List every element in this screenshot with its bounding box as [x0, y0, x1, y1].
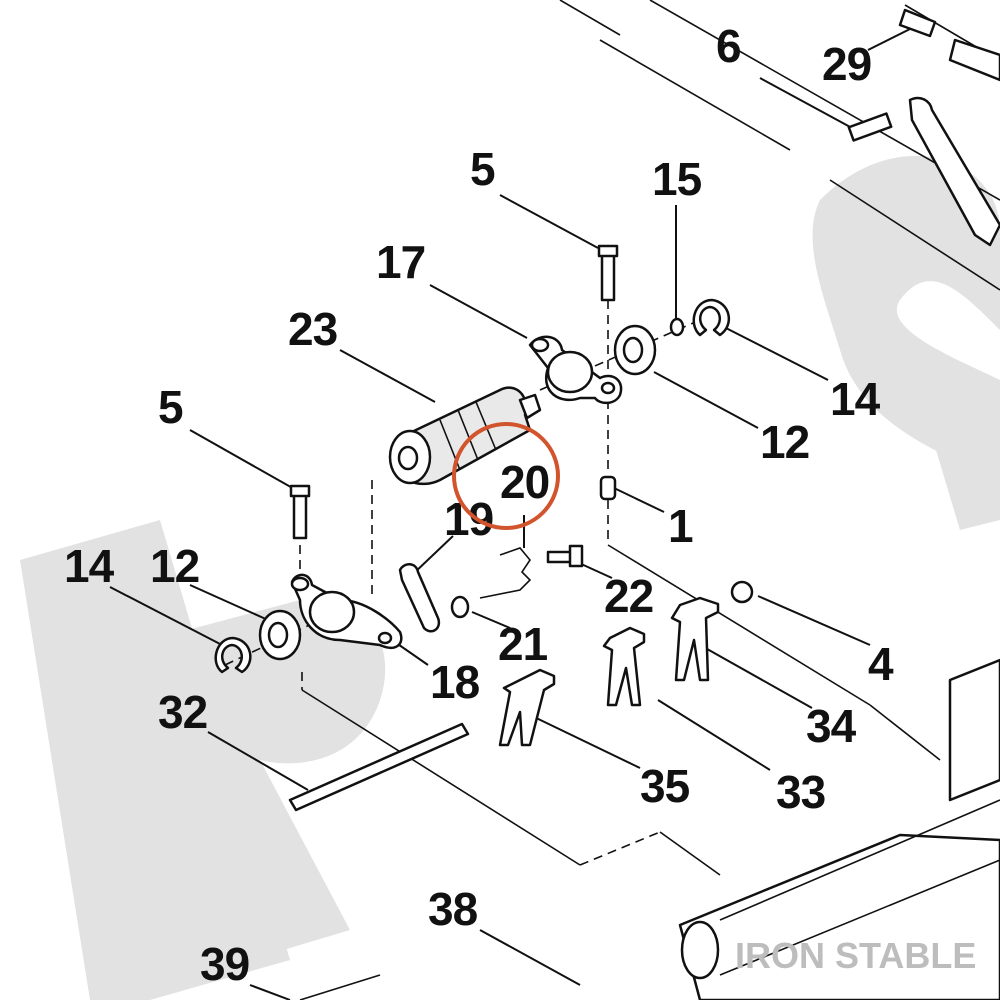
callout-32: 32 [158, 686, 207, 738]
bolt-22 [546, 544, 584, 568]
dowel-pin-1 [599, 475, 617, 501]
callout-12-left: 12 [150, 540, 199, 592]
callout-12-right: 12 [760, 416, 809, 468]
shift-fork-35 [498, 668, 556, 747]
callout-15: 15 [652, 153, 702, 205]
callout-14-left: 14 [64, 540, 115, 592]
callout-20: 20 [500, 456, 549, 508]
callout-23: 23 [288, 303, 337, 355]
callout-6: 6 [716, 20, 741, 72]
callout-5-left: 5 [158, 381, 183, 433]
shift-fork-34 [670, 596, 720, 682]
callout-21: 21 [498, 618, 548, 670]
watermark-background-shapes [20, 155, 1000, 1000]
callout-4: 4 [868, 638, 894, 690]
callout-39: 39 [200, 938, 249, 990]
bearing-housing-18 [290, 573, 403, 649]
highlight-circle [452, 422, 560, 530]
bearing-12-left [258, 609, 302, 661]
callout-labels: 6 29 5 15 17 23 14 5 12 20 19 1 14 12 22… [64, 20, 895, 990]
callout-17: 17 [376, 236, 425, 288]
assembly-lines [224, 0, 1000, 876]
shift-pawl-19 [398, 563, 441, 633]
transmission-housing [299, 658, 1000, 1000]
retaining-ring-14-top [692, 298, 731, 337]
callout-19: 19 [444, 493, 493, 545]
callout-5-top: 5 [470, 143, 495, 195]
bolt-5-top [597, 244, 619, 302]
bolt-5-left [289, 484, 311, 540]
spacer-21 [450, 595, 470, 619]
retaining-ring-14-left [214, 636, 252, 674]
callout-14-right: 14 [830, 373, 881, 425]
watermark-text: IRON STABLE [735, 935, 976, 976]
shift-rail-32 [288, 722, 470, 812]
leader-lines [109, 27, 913, 1000]
bearing-12-top [613, 324, 657, 376]
callout-1: 1 [668, 500, 693, 552]
callout-38: 38 [428, 883, 478, 935]
linkage-arm [847, 8, 1000, 247]
plug-4 [730, 580, 754, 604]
shift-fork-33 [602, 626, 646, 707]
shift-drum-assembly [214, 8, 1000, 1000]
callout-18: 18 [430, 656, 480, 708]
o-ring-15 [669, 317, 685, 337]
callout-35: 35 [640, 760, 690, 812]
callout-33: 33 [776, 766, 825, 818]
shift-drum [388, 386, 542, 486]
callout-34: 34 [806, 700, 857, 752]
callout-29: 29 [822, 38, 871, 90]
bearing-housing-17 [528, 335, 623, 405]
callout-22: 22 [604, 570, 653, 622]
spring-20 [479, 547, 532, 599]
